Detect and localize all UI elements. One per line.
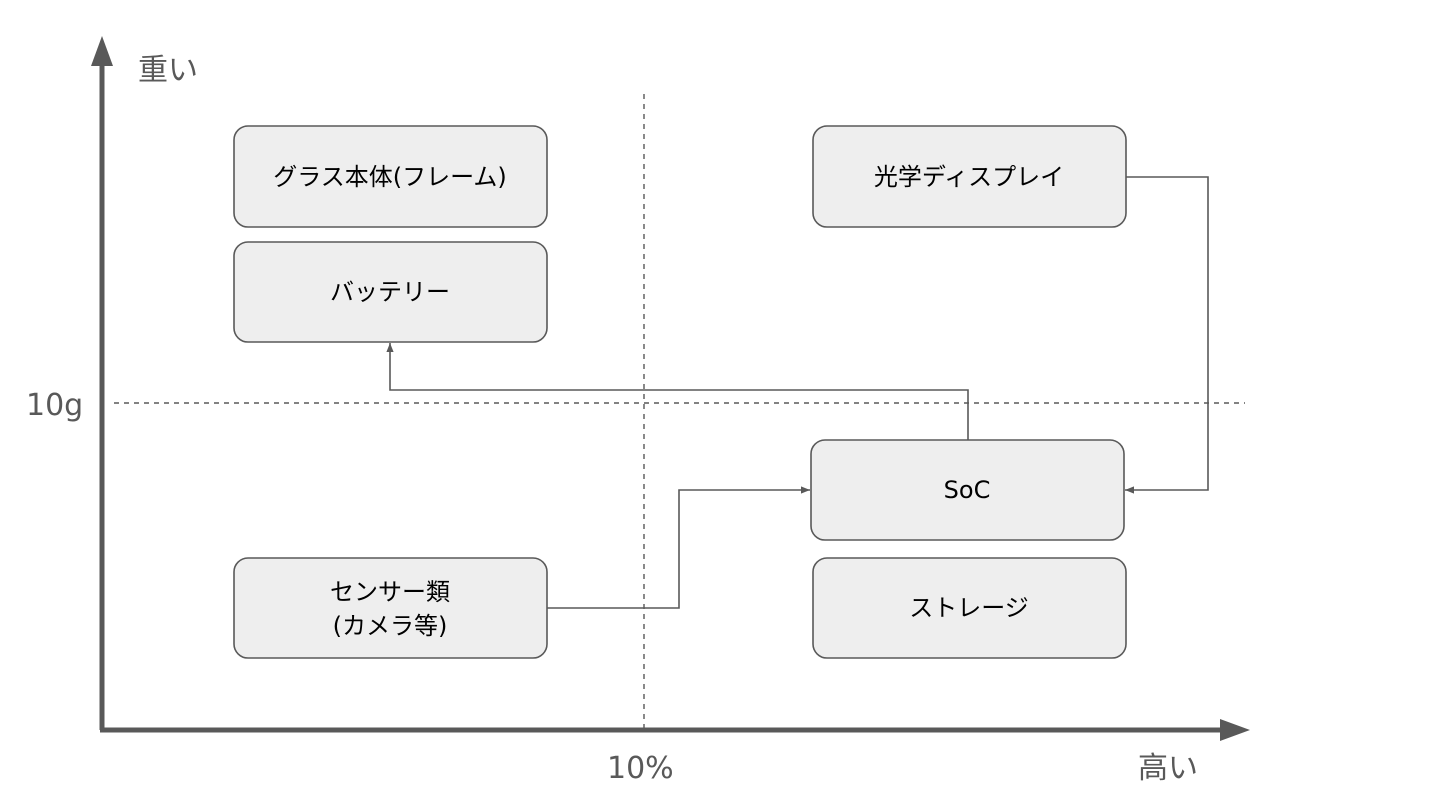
connector-soc-to-battery bbox=[386, 343, 969, 440]
y-axis-top-label: 重い bbox=[138, 53, 198, 88]
box-optical-display: 光学ディスプレイ bbox=[812, 125, 1127, 228]
box-storage-label: ストレージ bbox=[909, 594, 1029, 622]
box-battery-label: バッテリー bbox=[330, 278, 450, 306]
box-battery: バッテリー bbox=[233, 241, 548, 343]
y-threshold-label: 10g bbox=[26, 388, 83, 423]
box-soc-label: SoC bbox=[944, 476, 991, 504]
box-sensors: センサー類 (カメラ等) bbox=[233, 557, 548, 659]
y-axis-arrowhead bbox=[91, 36, 113, 66]
x-axis-arrowhead bbox=[1220, 719, 1250, 741]
box-sensors-label-line1: センサー類 bbox=[330, 578, 450, 606]
box-sensors-label-line2: (カメラ等) bbox=[333, 612, 448, 640]
box-soc: SoC bbox=[810, 439, 1125, 541]
box-glass-frame: グラス本体(フレーム) bbox=[233, 125, 548, 228]
x-axis-right-label: 高い bbox=[1138, 751, 1198, 786]
box-optical-display-label: 光学ディスプレイ bbox=[874, 163, 1064, 191]
connector-sensors-to-soc bbox=[547, 486, 810, 609]
connector-display-to-soc bbox=[1125, 176, 1209, 494]
x-threshold-label: 10% bbox=[607, 751, 674, 786]
box-glass-frame-label: グラス本体(フレーム) bbox=[273, 163, 507, 191]
box-storage: ストレージ bbox=[812, 557, 1127, 659]
